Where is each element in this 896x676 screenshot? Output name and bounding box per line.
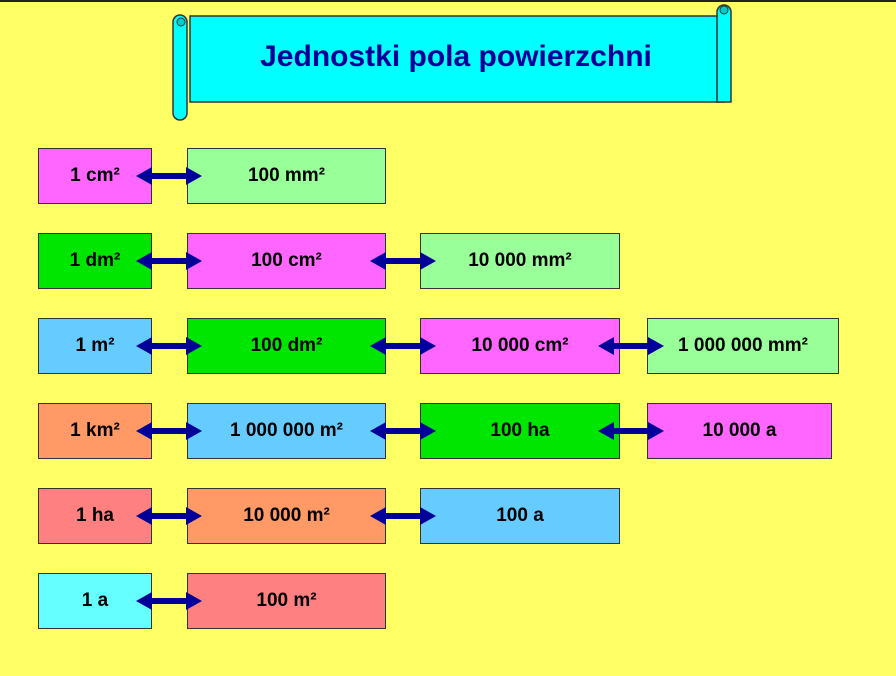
- unit-box: 1 000 000 m²: [187, 403, 386, 459]
- unit-box: 1 a: [38, 573, 152, 629]
- double-arrow-icon: [370, 336, 436, 356]
- unit-box: 10 000 m²: [187, 488, 386, 544]
- unit-box: 1 m²: [38, 318, 152, 374]
- double-arrow-icon: [136, 166, 202, 186]
- unit-box: 1 km²: [38, 403, 152, 459]
- unit-box: 1 000 000 mm²: [647, 318, 839, 374]
- double-arrow-icon: [598, 336, 664, 356]
- double-arrow-icon: [598, 421, 664, 441]
- unit-box: 1 dm²: [38, 233, 152, 289]
- unit-box: 1 cm²: [38, 148, 152, 204]
- double-arrow-icon: [136, 591, 202, 611]
- top-border: [0, 0, 896, 2]
- double-arrow-icon: [136, 336, 202, 356]
- unit-box: 100 dm²: [187, 318, 386, 374]
- unit-box: 100 cm²: [187, 233, 386, 289]
- scroll-banner: [172, 4, 732, 121]
- double-arrow-icon: [136, 251, 202, 271]
- unit-box: 10 000 mm²: [420, 233, 620, 289]
- unit-box: 100 m²: [187, 573, 386, 629]
- unit-box: 10 000 a: [647, 403, 832, 459]
- double-arrow-icon: [136, 506, 202, 526]
- unit-box: 100 a: [420, 488, 620, 544]
- double-arrow-icon: [370, 421, 436, 441]
- page-title: Jednostki pola powierzchni: [260, 40, 652, 73]
- unit-box: 1 ha: [38, 488, 152, 544]
- double-arrow-icon: [370, 251, 436, 271]
- unit-box: 100 ha: [420, 403, 620, 459]
- double-arrow-icon: [370, 506, 436, 526]
- unit-box: 100 mm²: [187, 148, 386, 204]
- unit-box: 10 000 cm²: [420, 318, 620, 374]
- double-arrow-icon: [136, 421, 202, 441]
